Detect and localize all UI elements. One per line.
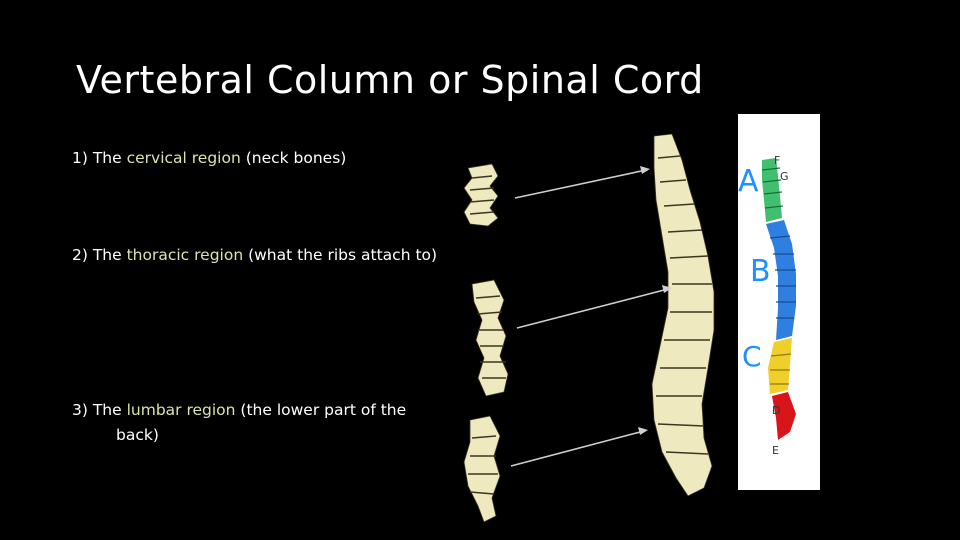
item-prefix: 2) The xyxy=(72,246,127,264)
item-suffix: (neck bones) xyxy=(240,149,347,167)
cervical-colored xyxy=(761,158,784,222)
item-prefix: 1) The xyxy=(72,149,127,167)
arrow-lumbar xyxy=(510,427,648,467)
arrow-cervical xyxy=(514,166,650,199)
cervical-segment-image xyxy=(463,163,499,227)
lumbar-segment-image xyxy=(463,415,501,523)
item-highlight: thoracic region xyxy=(126,246,244,264)
list-item-cervical: 1) The cervical region (neck bones) xyxy=(72,146,346,171)
item-continuation: back) xyxy=(116,426,159,444)
region-label-d: D xyxy=(772,404,781,417)
region-label-b: B xyxy=(750,254,771,289)
item-suffix: (what the ribs attach to) xyxy=(243,246,438,264)
colored-spine-diagram xyxy=(761,158,796,440)
region-label-a: A xyxy=(738,164,759,199)
item-highlight: lumbar region xyxy=(126,401,236,419)
thoracic-segment-image xyxy=(471,279,509,397)
list-item-thoracic: 2) The thoracic region (what the ribs at… xyxy=(72,243,437,268)
region-label-g: G xyxy=(780,170,789,183)
region-label-c: C xyxy=(742,340,762,373)
region-label-f: F xyxy=(774,154,781,167)
lumbar-colored xyxy=(768,338,792,394)
item-suffix: (the lower part of the xyxy=(235,401,407,419)
slide-title: Vertebral Column or Spinal Cord xyxy=(76,58,704,102)
thoracic-colored xyxy=(766,220,796,340)
colored-spine-panel: A B C F G D E xyxy=(738,114,820,490)
item-prefix: 3) The xyxy=(72,401,127,419)
sacral-colored xyxy=(772,392,796,440)
arrow-thoracic xyxy=(516,285,672,329)
list-item-lumbar: 3) The lumbar region (the lower part of … xyxy=(72,398,452,448)
region-label-e: E xyxy=(772,444,779,457)
full-spine-image xyxy=(651,133,715,497)
item-highlight: cervical region xyxy=(126,149,241,167)
